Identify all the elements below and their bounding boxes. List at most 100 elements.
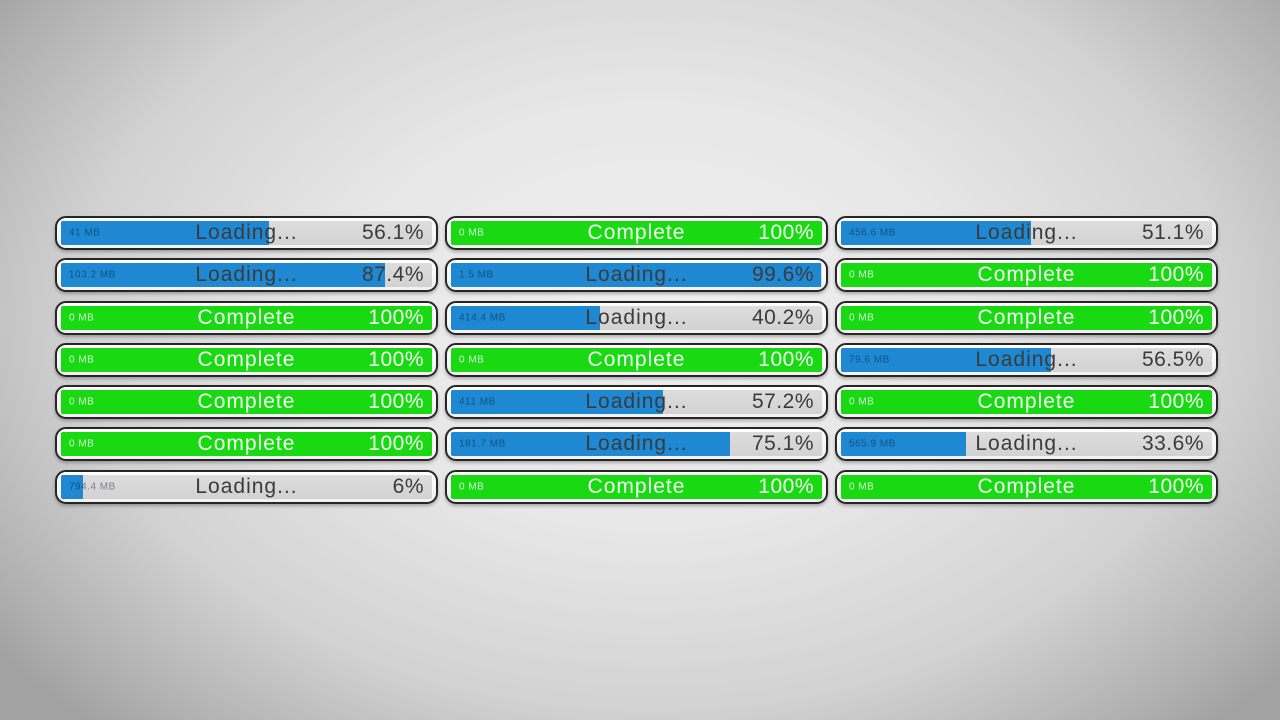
bar-fill: [451, 263, 821, 288]
bar-status-label: Complete: [197, 390, 296, 414]
bar-labels: 0 MB Complete 100%: [451, 348, 822, 372]
bar-labels: 79.6 MB Loading... 56.5%: [841, 348, 1212, 372]
bar-track: 0 MB Complete 100%: [451, 221, 822, 245]
bar-track: 0 MB Complete 100%: [451, 474, 822, 499]
bar-fill: [841, 432, 966, 457]
bar-size-label: 0 MB: [69, 438, 95, 450]
bar-track: 181.7 MB Loading... 75.1%: [451, 432, 822, 457]
bar-size-label: 0 MB: [849, 312, 875, 324]
bar-fill: [61, 474, 84, 499]
bar-labels: 0 MB Complete 100%: [451, 475, 822, 499]
bar-size-label: 565.9 MB: [849, 438, 896, 450]
bar-status-label: Loading...: [975, 221, 1078, 244]
bar-fill: [841, 263, 1212, 288]
bar-status-label: Complete: [197, 347, 296, 371]
bar-track: 0 MB Complete 100%: [841, 263, 1212, 288]
bar-track: 411 MB Loading... 57.2%: [451, 390, 822, 415]
bar-size-label: 1.5 MB: [459, 269, 494, 281]
bar-fill: [451, 474, 822, 499]
bar-track: 0 MB Complete 100%: [841, 305, 1212, 330]
bar-size-label: 79.6 MB: [849, 354, 890, 366]
bar-percent-label: 100%: [368, 347, 424, 371]
bar-fill: [61, 347, 432, 372]
bar-size-label: 414.4 MB: [459, 312, 506, 324]
progress-bar: 411 MB Loading... 57.2%: [445, 385, 828, 420]
bar-status-label: Loading...: [585, 432, 688, 456]
bar-percent-label: 87.4%: [361, 263, 424, 287]
progress-bar: 103.2 MB Loading... 87.4%: [55, 258, 438, 293]
bar-size-label: 411 MB: [459, 396, 496, 408]
bar-labels: 414.4 MB Loading... 40.2%: [451, 306, 822, 330]
progress-bar: 0 MB Complete 100%: [835, 258, 1218, 293]
bar-size-label: 0 MB: [849, 481, 875, 493]
bar-labels: 103.2 MB Loading... 87.4%: [61, 263, 432, 287]
bar-status-label: Loading...: [195, 474, 298, 498]
bar-status-label: Loading...: [195, 263, 298, 287]
bar-status-label: Complete: [197, 305, 296, 329]
bar-size-label: 0 MB: [69, 312, 95, 324]
bar-status-label: Complete: [977, 305, 1076, 329]
bar-fill: [61, 263, 386, 288]
progress-bar: 565.9 MB Loading... 33.6%: [835, 427, 1218, 462]
bar-fill: [451, 305, 601, 330]
bar-fill: [61, 221, 270, 245]
bar-percent-label: 100%: [1148, 305, 1204, 329]
bar-labels: 0 MB Complete 100%: [841, 263, 1212, 287]
bar-status-label: Loading...: [585, 305, 688, 329]
progress-column: 0 MB Complete 100% 1.5 MB Loading... 99.…: [445, 216, 828, 504]
bar-fill: [841, 347, 1051, 372]
bar-track: 0 MB Complete 100%: [451, 347, 822, 372]
bar-fill: [61, 390, 432, 415]
bar-labels: 565.9 MB Loading... 33.6%: [841, 432, 1212, 456]
bar-percent-label: 100%: [758, 347, 814, 371]
bar-percent-label: 33.6%: [1141, 432, 1204, 456]
bar-size-label: 0 MB: [849, 396, 875, 408]
bar-labels: 0 MB Complete 100%: [61, 348, 432, 372]
bar-percent-label: 100%: [1148, 263, 1204, 287]
progress-bar: 1.5 MB Loading... 99.6%: [445, 258, 828, 293]
bar-track: 0 MB Complete 100%: [61, 432, 432, 457]
bar-size-label: 41 MB: [69, 227, 101, 239]
progress-bar: 0 MB Complete 100%: [55, 300, 438, 335]
progress-bar: 414.4 MB Loading... 40.2%: [445, 300, 828, 335]
bar-size-label: 0 MB: [69, 396, 95, 408]
progress-bar: 79.6 MB Loading... 56.5%: [835, 342, 1218, 377]
bar-fill: [451, 221, 822, 245]
bar-labels: 0 MB Complete 100%: [451, 221, 822, 245]
progress-column: 456.6 MB Loading... 51.1% 0 MB Complete …: [835, 216, 1218, 504]
bar-fill: [841, 474, 1212, 499]
bar-percent-label: 56.5%: [1141, 347, 1204, 371]
progress-bar: 0 MB Complete 100%: [55, 342, 438, 377]
bar-labels: 41 MB Loading... 56.1%: [61, 221, 432, 245]
bar-labels: 0 MB Complete 100%: [61, 432, 432, 456]
bar-status-label: Complete: [587, 474, 686, 498]
bar-labels: 456.6 MB Loading... 51.1%: [841, 221, 1212, 245]
bar-status-label: Loading...: [195, 221, 298, 244]
bar-status-label: Loading...: [585, 390, 688, 414]
bar-track: 79.6 MB Loading... 56.5%: [841, 347, 1212, 372]
bar-track: 103.2 MB Loading... 87.4%: [61, 263, 432, 288]
progress-bar: 0 MB Complete 100%: [445, 216, 828, 250]
bar-percent-label: 40.2%: [751, 305, 814, 329]
bar-labels: 411 MB Loading... 57.2%: [451, 390, 822, 414]
progress-bar: 41 MB Loading... 56.1%: [55, 216, 438, 250]
bar-size-label: 0 MB: [849, 269, 875, 281]
bar-track: 414.4 MB Loading... 40.2%: [451, 305, 822, 330]
bar-size-label: 794.4 MB: [69, 481, 116, 493]
bar-track: 0 MB Complete 100%: [61, 347, 432, 372]
bar-percent-label: 57.2%: [751, 390, 814, 414]
progress-bar: 0 MB Complete 100%: [55, 427, 438, 462]
progress-bar: 0 MB Complete 100%: [835, 300, 1218, 335]
progress-bar: 794.4 MB Loading... 6%: [55, 469, 438, 504]
progress-bar: 181.7 MB Loading... 75.1%: [445, 427, 828, 462]
bar-status-label: Loading...: [585, 263, 688, 287]
bar-track: 0 MB Complete 100%: [61, 305, 432, 330]
bar-percent-label: 100%: [368, 305, 424, 329]
progress-column: 41 MB Loading... 56.1% 103.2 MB Loading.…: [55, 216, 438, 504]
bar-percent-label: 56.1%: [361, 221, 424, 244]
bar-size-label: 0 MB: [459, 227, 485, 239]
bar-labels: 0 MB Complete 100%: [61, 390, 432, 414]
bar-percent-label: 100%: [758, 474, 814, 498]
bar-status-label: Complete: [977, 474, 1076, 498]
bar-fill: [451, 347, 822, 372]
